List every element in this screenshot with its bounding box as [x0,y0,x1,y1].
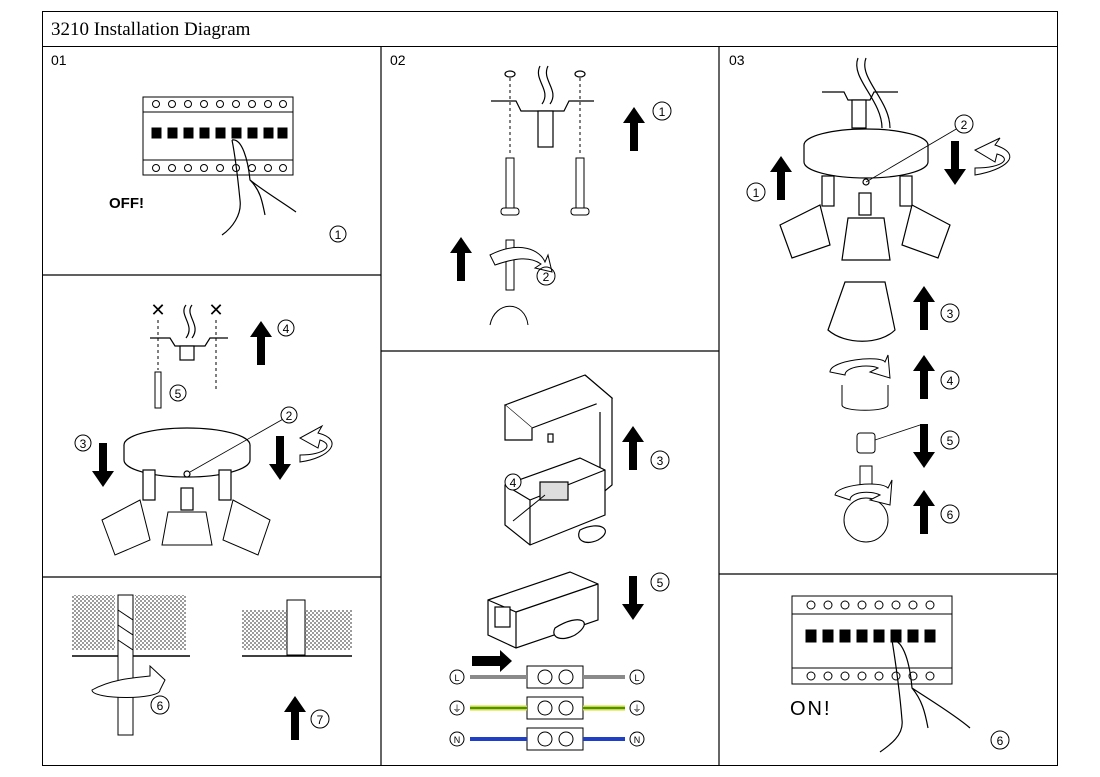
mounting-bracket [150,304,228,361]
drill-bit [117,594,134,736]
svg-text:3: 3 [947,307,954,321]
bracket-03 [822,57,898,129]
svg-text:6: 6 [997,734,1004,748]
svg-text:2: 2 [961,118,968,132]
svg-text:2: 2 [286,409,293,423]
terminal-box [504,457,606,546]
svg-text:4: 4 [510,476,517,490]
off-label: OFF! [109,195,144,212]
svg-text:4: 4 [947,374,954,388]
screws [500,157,590,216]
svg-text:7: 7 [317,713,324,727]
lampshade [827,281,896,342]
svg-text:1: 1 [659,105,666,119]
svg-text:1: 1 [753,186,760,200]
svg-text:✕: ✕ [208,300,223,320]
hand-on [879,639,971,753]
svg-text:3: 3 [657,454,664,468]
shade-ring [841,385,889,411]
title-bar: 3210 Installation Diagram [43,12,1057,47]
terminal-N-right: N [634,735,641,745]
bulb [843,465,889,543]
lamp-holders-left-panel [101,499,271,556]
svg-text:2: 2 [543,270,550,284]
svg-text:6: 6 [947,508,954,522]
terminal-strip [526,665,584,751]
svg-text:6: 6 [157,699,164,713]
panel-number-01: 01 [51,52,67,68]
terminal-E-right: ⏚ [632,704,641,714]
breaker-panel-off [142,96,294,176]
ceiling-rose-03 [779,128,951,261]
bracket-02 [491,65,594,148]
svg-text:3: 3 [80,437,87,451]
svg-text:✕: ✕ [150,300,165,320]
panel-dividers [42,46,1058,765]
ceiling-rose-base [123,427,251,511]
svg-text:4: 4 [283,322,290,336]
terminal-E-left: ⏚ [452,704,461,714]
step-1-marker [329,225,347,243]
bulb-cap [856,432,876,454]
hand-off [221,139,297,236]
on-label: ON! [790,698,832,720]
diagram-frame: 3210 Installation Diagram [42,11,1058,766]
terminal-L-right: L [634,673,639,683]
terminal-N-left: N [454,735,461,745]
page-title: 3210 Installation Diagram [51,19,251,40]
terminal-L-left: L [454,673,459,683]
svg-text:5: 5 [657,576,664,590]
box-cover-bottom [487,571,599,649]
breaker-panel-on [791,595,953,685]
svg-text:1: 1 [335,228,342,242]
panel-number-02: 02 [390,52,406,68]
svg-text:5: 5 [175,387,182,401]
svg-text:5: 5 [947,434,954,448]
wires [470,675,625,741]
panel-number-03: 03 [729,52,745,68]
